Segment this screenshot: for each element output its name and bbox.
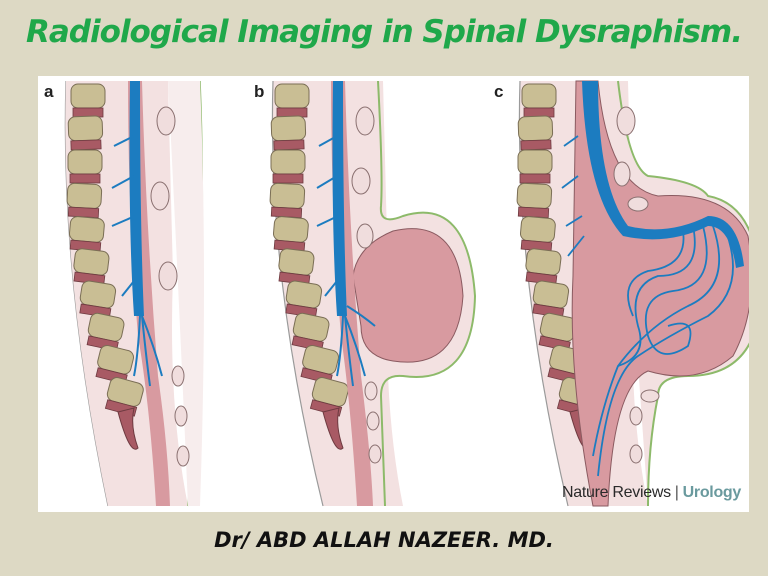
slide-title: Radiological Imaging in Spinal Dysraphis… [25, 14, 743, 50]
diagram-illustration [64, 80, 749, 507]
credit-journal: Nature Reviews [562, 484, 671, 501]
spinal-dysraphism-figure: a b c Nature Reviews|Urology [38, 76, 749, 512]
panel-b-diagram [268, 80, 477, 507]
panel-label-b: b [254, 82, 265, 101]
credit-section: Urology [682, 484, 742, 501]
figure-credit: Nature Reviews|Urology [562, 484, 741, 502]
panel-label-c: c [494, 82, 504, 101]
panel-c-diagram [515, 80, 749, 507]
author-line: Dr/ ABD ALLAH NAZEER. MD. [214, 528, 554, 552]
panel-label-a: a [44, 82, 54, 101]
panel-a-diagram [64, 80, 204, 507]
credit-separator: | [674, 484, 679, 501]
